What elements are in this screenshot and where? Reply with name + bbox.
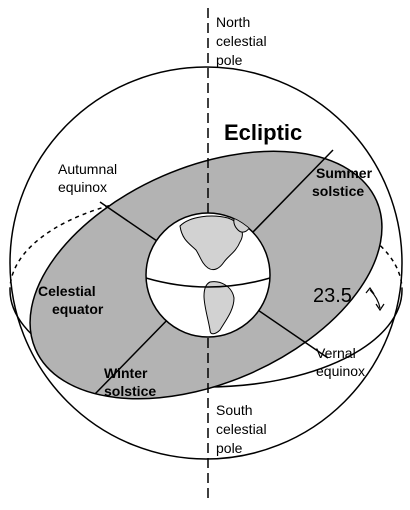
winter-solstice-label: Winter solstice — [104, 365, 156, 399]
autumnal-equinox-label: Autumnal equinox — [58, 161, 121, 195]
south-pole-label: South celestial pole — [216, 402, 270, 456]
summer-solstice-label: Summer solstice — [312, 165, 376, 199]
earth-equator — [145, 277, 271, 288]
south-america-shape — [203, 281, 235, 335]
ecliptic-label: Ecliptic — [224, 120, 302, 145]
north-pole-label: North celestial pole — [216, 14, 270, 68]
earth-globe-icon — [145, 212, 271, 338]
north-america-shape — [179, 215, 243, 271]
curved-double-arrow-icon — [365, 286, 385, 312]
vernal-equinox-label: Vernal equinox — [316, 345, 365, 379]
tilt-angle-label: 23.5 — [313, 285, 352, 307]
celestial-equator-label: Celestial equator — [38, 283, 104, 317]
celestial-sphere — [9, 66, 403, 460]
